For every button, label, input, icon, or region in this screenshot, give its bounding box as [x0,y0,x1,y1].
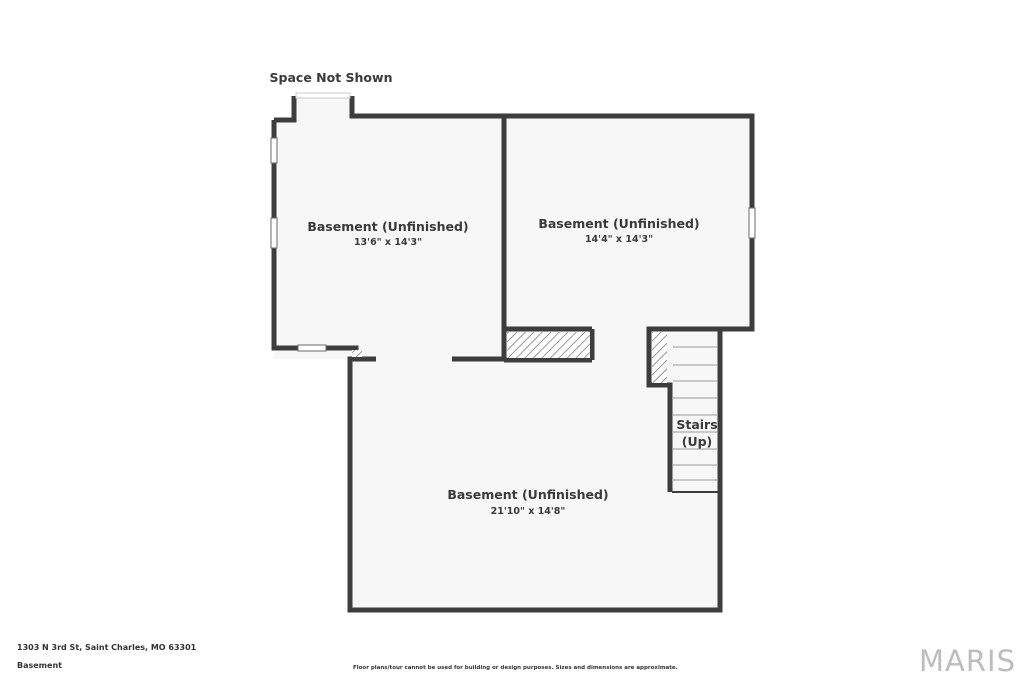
room-name-top-right: Basement (Unfinished) [538,216,699,231]
stairs-label-line2: (Up) [682,434,713,449]
hatched-block-small [352,350,362,357]
stairs-label-line1: Stairs [676,417,717,432]
brand-logo: MARIS [919,644,1016,678]
room-name-bottom: Basement (Unfinished) [447,487,608,502]
address-text: 1303 N 3rd St, Saint Charles, MO 63301 [17,643,197,652]
hatched-block-stair [652,332,667,383]
stair-treads [672,346,718,493]
room-dims-bottom: 21'10" x 14'8" [491,506,566,517]
room-dims-top-right: 14'4" x 14'3" [585,234,653,245]
space-not-shown-label: Space Not Shown [270,70,393,85]
windows [270,92,756,352]
disclaimer-text: Floor plans/tour cannot be used for buil… [353,665,678,671]
hatched-block-chimney [507,332,590,358]
room-dims-top-left: 13'6" x 14'3" [354,237,422,248]
room-name-top-left: Basement (Unfinished) [307,219,468,234]
level-label: Basement [17,661,62,670]
